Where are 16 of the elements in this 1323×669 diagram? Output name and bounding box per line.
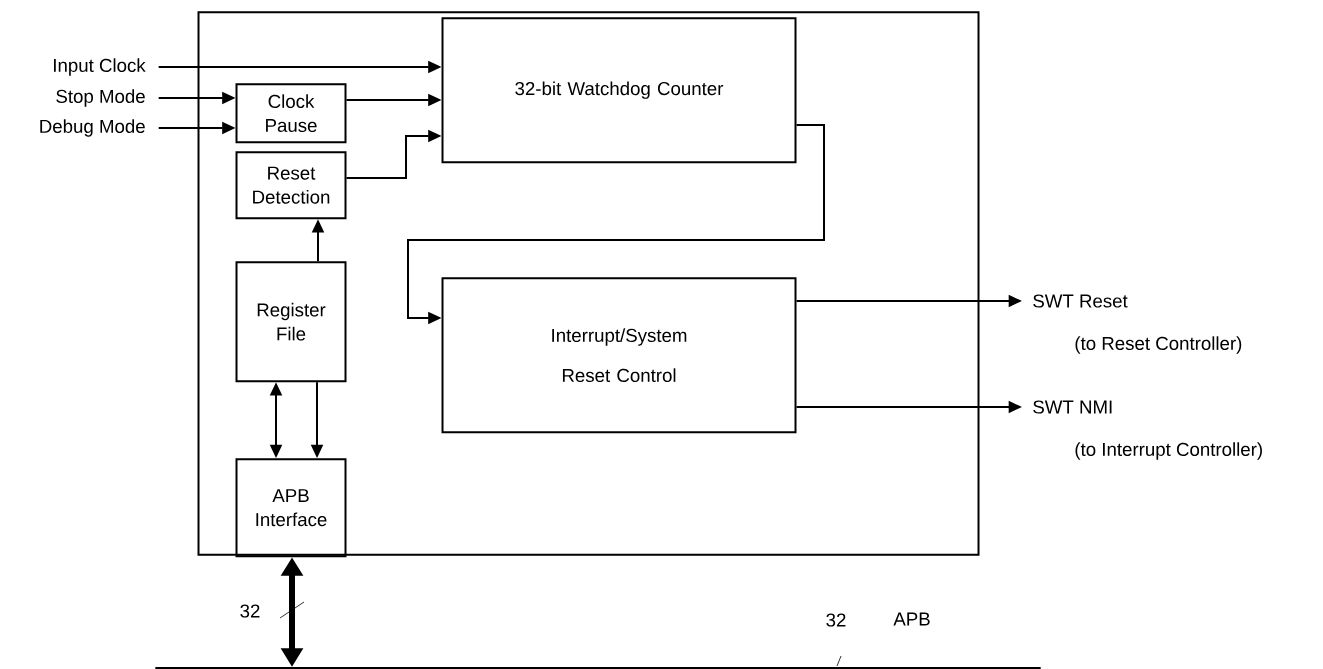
bus-width-label: 32 xyxy=(238,603,262,619)
block-box: Reset Detection xyxy=(235,151,347,220)
bus-line xyxy=(154,667,1042,669)
block-box: Clock Pause xyxy=(235,83,347,144)
bus-label: APB xyxy=(893,612,930,626)
block-box: Interrupt/System Reset Control xyxy=(441,277,797,434)
module-box xyxy=(197,11,980,556)
block-box: 32-bit Watchdog Counter xyxy=(441,17,797,164)
signal-label: SWT NMI (to Interrupt Controller) xyxy=(1033,400,1262,460)
block-box: APB Interface xyxy=(235,458,347,558)
signal-label: Input Clock xyxy=(54,58,146,76)
signal-label: Stop Mode xyxy=(56,89,145,107)
bus-width-label: 32 xyxy=(826,613,846,627)
signal-label: Debug Mode xyxy=(40,119,145,137)
block-box: Register File xyxy=(235,261,347,383)
signal-label: SWT Reset (to Reset Controller) xyxy=(1033,294,1242,354)
